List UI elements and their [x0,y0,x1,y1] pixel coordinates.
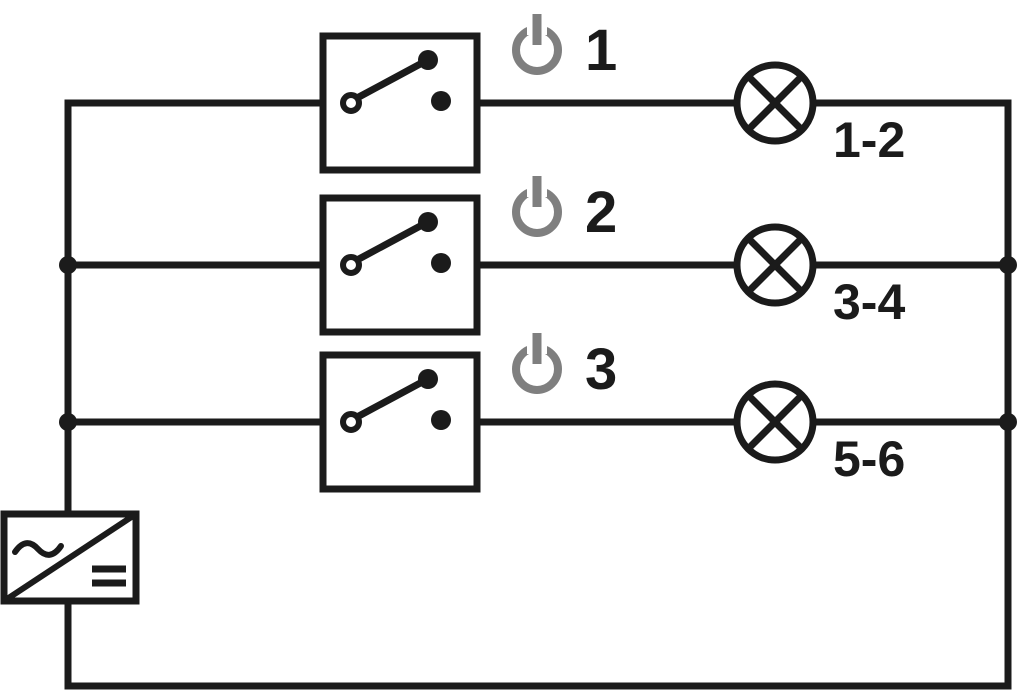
switch-contact-dot [431,253,451,273]
power-icon [512,176,562,237]
branch-3: 3 5-6 [319,333,905,493]
lamp-label: 5-6 [833,431,905,487]
junction-dot [59,413,77,431]
switch-contact-dot [418,369,438,389]
junction-dot [999,413,1017,431]
switch-number: 2 [585,180,617,245]
switch-contact-dot [431,410,451,430]
power-supply-divider [2,511,138,604]
power-supply [0,510,140,605]
power-icon [512,333,562,394]
switch-contact-dot [431,91,451,111]
lamp-icon [733,223,817,307]
ac-icon [12,540,64,558]
switch-lever-icon [353,377,428,421]
switch-contact-dot [418,50,438,70]
branch-1: 1 1-2 [319,14,905,174]
power-icon [512,14,562,75]
switch-pivot-icon [340,254,362,276]
wire-main-loop [64,99,1012,690]
lamp-icon [733,61,817,145]
junction-dot [59,256,77,274]
switch-lever-icon [353,58,428,102]
lamp-icon [733,380,817,464]
switch-lever-icon [353,220,428,264]
lamp-label: 1-2 [833,112,905,168]
dc-icon [92,565,126,587]
switch-pivot-icon [340,92,362,114]
lamp-label: 3-4 [833,274,905,330]
branch-2: 2 3-4 [319,176,905,336]
switch-number: 3 [585,337,617,402]
switch-pivot-icon [340,411,362,433]
junction-dot [999,256,1017,274]
switch-contact-dot [418,212,438,232]
switch-number: 1 [585,18,617,83]
